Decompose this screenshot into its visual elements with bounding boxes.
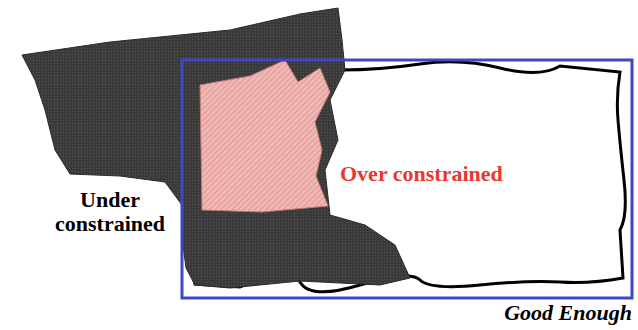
region-label: Over constrained	[340, 162, 540, 186]
under-constrained-region	[22, 8, 410, 288]
region-label: Good Enough	[472, 301, 632, 325]
over-constrained-region	[200, 60, 330, 212]
region-label: Under constrained	[40, 188, 180, 236]
good-enough-rectangle	[182, 60, 632, 298]
